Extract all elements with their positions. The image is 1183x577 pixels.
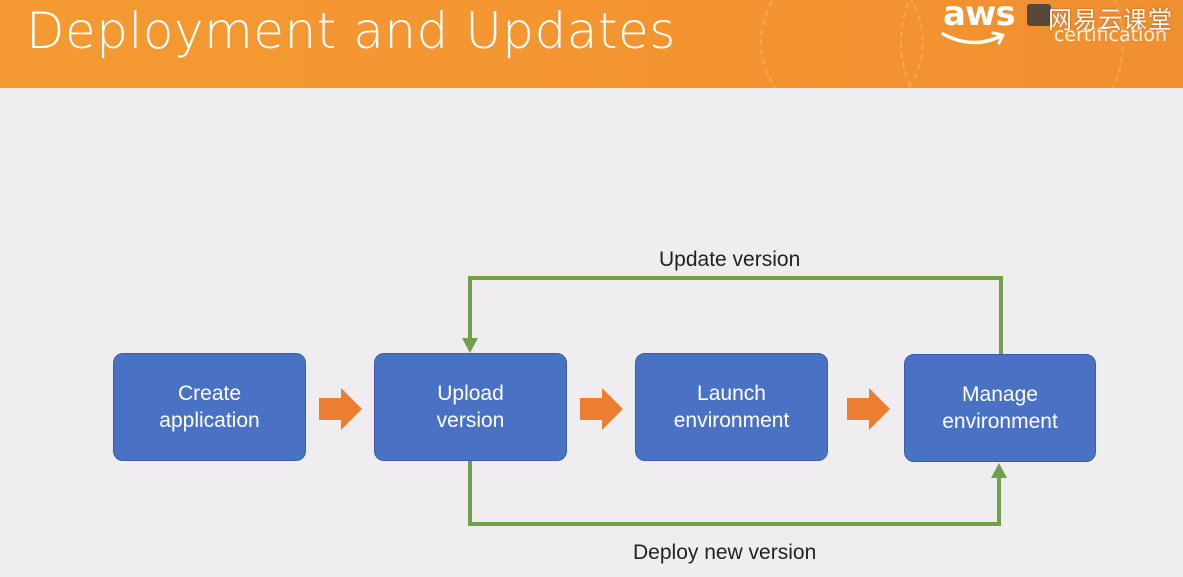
step-label: Manage environment [942,383,1058,433]
step-create-application: Create application [113,353,306,461]
watermark-logo-icon [1027,4,1051,26]
update-version-label: Update version [659,248,801,271]
step-manage-environment: Manage environment [904,354,1096,462]
deploy-new-version-label: Deploy new version [633,541,817,564]
step-label: Launch environment [673,382,790,432]
arrow-right-icon [580,388,623,430]
arrow-right-icon [847,388,890,430]
step-upload-version: Upload version [374,353,567,461]
deploy-loop-arrowhead [991,463,1007,478]
update-loop-line [468,276,1003,354]
certification-text: certification [1053,24,1167,46]
aws-certification-logo: aws certification [939,0,1169,60]
title-bar: Deployment and Updates aws certification… [0,0,1183,88]
step-label: Upload version [436,382,505,432]
step-launch-environment: Launch environment [635,353,828,461]
update-loop-arrowhead [462,338,478,353]
aws-logo-text: aws [943,0,1016,34]
decorative-circle [760,0,924,88]
arrow-right-icon [319,388,362,430]
deploy-loop-line [468,461,1001,526]
page-title: Deployment and Updates [26,2,676,60]
aws-smile-icon [941,31,1005,45]
watermark-text: 网易云课堂 [1048,6,1173,34]
step-label: Create application [159,382,260,432]
